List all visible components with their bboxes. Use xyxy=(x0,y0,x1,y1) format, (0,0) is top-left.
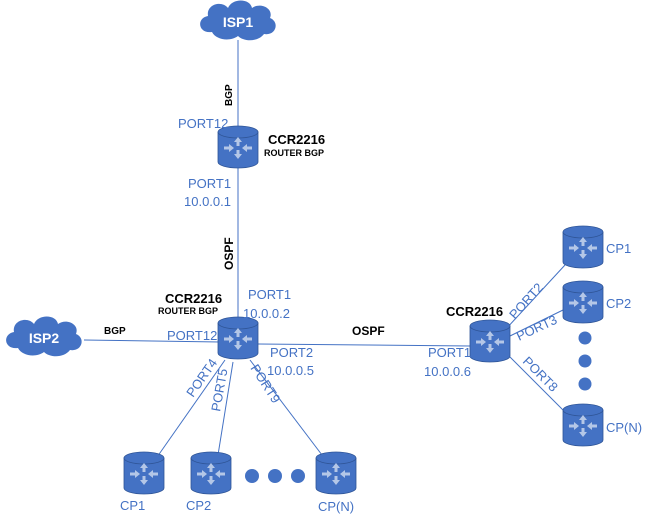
router-mid-port5: PORT5 xyxy=(208,367,230,412)
router-icon xyxy=(315,451,357,495)
link-port8-cpn xyxy=(509,356,564,411)
links xyxy=(83,40,566,461)
router-icon xyxy=(469,319,511,363)
router-mid-ip-right: 10.0.0.5 xyxy=(267,363,314,378)
router-right-title: CCR2216 xyxy=(446,304,503,319)
cp-right-n-label: CP(N) xyxy=(606,420,642,435)
link-port2-cp1 xyxy=(504,264,566,331)
router-mid-port12: PORT12 xyxy=(167,328,217,343)
isp1-label: ISP1 xyxy=(223,14,254,30)
cp-bottom-1[interactable]: CP1 xyxy=(120,451,165,513)
cp-bottom-n-label: CP(N) xyxy=(318,499,354,514)
router-top-ip: 10.0.0.1 xyxy=(184,194,231,209)
router-right-port2: PORT2 xyxy=(506,280,546,322)
link-port9-cpn xyxy=(249,359,323,456)
isp2-label: ISP2 xyxy=(29,330,60,346)
router-top-port12: PORT12 xyxy=(178,116,228,131)
isp2-bgp-label: BGP xyxy=(104,326,126,337)
router-mid-title: CCR2216 xyxy=(165,291,222,306)
router-top-title: CCR2216 xyxy=(268,132,325,147)
link-port3-cp2 xyxy=(509,309,564,337)
router-top-port1: PORT1 xyxy=(188,176,231,191)
router-right[interactable]: CCR2216 PORT1 10.0.0.6 PORT2 PORT3 PORT8 xyxy=(424,280,561,395)
cp-right-2-label: CP2 xyxy=(606,296,631,311)
router-icon xyxy=(123,451,165,495)
router-mid[interactable]: CCR2216 ROUTER BGP PORT1 10.0.0.2 PORT12… xyxy=(158,287,314,413)
router-mid-ip-up: 10.0.0.2 xyxy=(243,306,290,321)
router-icon xyxy=(562,280,604,324)
isp1-bgp-label: BGP xyxy=(224,84,235,106)
isp1-cloud[interactable]: ISP1 xyxy=(200,0,276,41)
router-top-subtitle: ROUTER BGP xyxy=(264,148,324,158)
cp-bottom-2-label: CP2 xyxy=(186,498,211,513)
router-icon xyxy=(562,403,604,447)
router-top[interactable]: CCR2216 ROUTER BGP PORT12 PORT1 10.0.0.1 xyxy=(178,116,325,209)
cp-right-1-label: CP1 xyxy=(606,241,631,256)
router-icon xyxy=(217,316,259,360)
router-mid-port2: PORT2 xyxy=(270,345,313,360)
router-icon xyxy=(190,451,232,495)
ellipsis-right xyxy=(578,331,592,391)
router-mid-subtitle: ROUTER BGP xyxy=(158,306,218,316)
ellipsis-bottom xyxy=(245,469,305,483)
cp-right-n[interactable]: CP(N) xyxy=(562,403,642,447)
cp-right-1[interactable]: CP1 xyxy=(562,225,631,269)
router-right-port1: PORT1 xyxy=(428,345,471,360)
isp2-cloud[interactable]: ISP2 xyxy=(6,316,82,357)
router-right-port8: PORT8 xyxy=(520,354,561,395)
router-icon xyxy=(217,125,259,169)
link-port5-cp2 xyxy=(217,361,234,456)
cp-right-2[interactable]: CP2 xyxy=(562,280,631,324)
router-mid-port1: PORT1 xyxy=(248,287,291,302)
dist-ospf-label: OSPF xyxy=(352,324,385,338)
cp-bottom-2[interactable]: CP2 xyxy=(186,451,232,513)
link-isp2-router-mid xyxy=(83,339,221,343)
link-port4-cp1 xyxy=(154,359,226,461)
cp-bottom-1-label: CP1 xyxy=(120,498,145,513)
link-router-mid-router-right xyxy=(257,343,471,347)
core-ospf-label: OSPF xyxy=(222,237,236,270)
router-icon xyxy=(562,225,604,269)
cp-bottom-n[interactable]: CP(N) xyxy=(315,451,357,514)
router-right-ip: 10.0.0.6 xyxy=(424,364,471,379)
